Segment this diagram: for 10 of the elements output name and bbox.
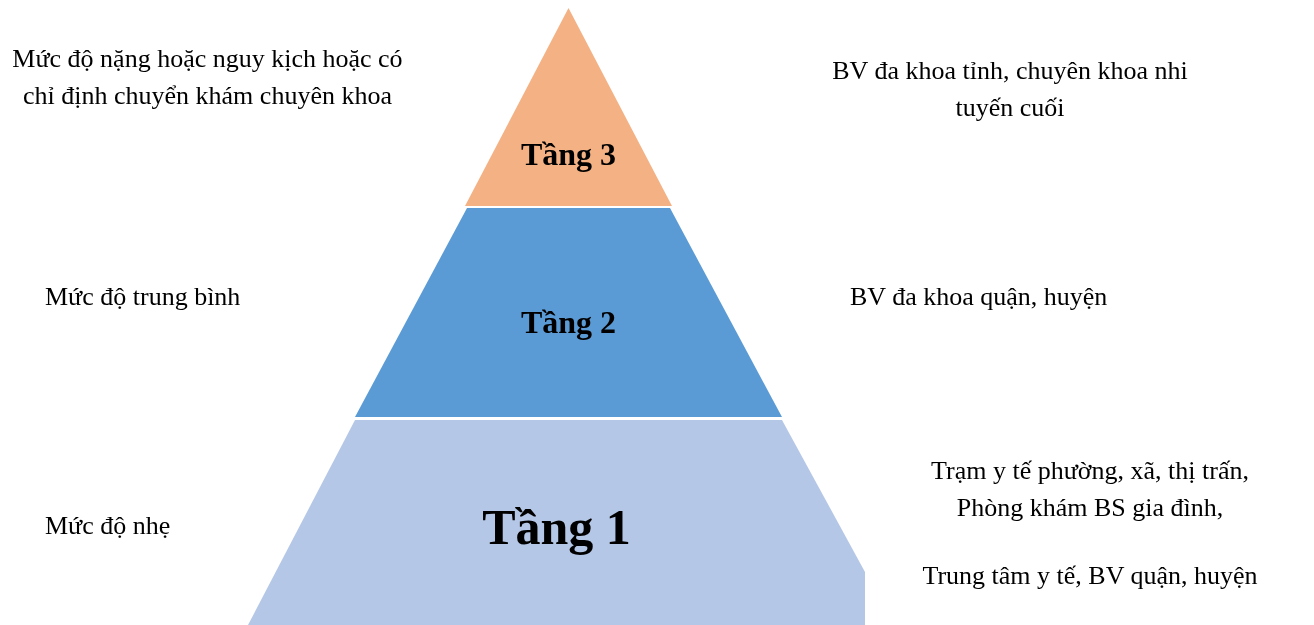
- description-text: Mức độ trung bình: [45, 281, 242, 313]
- description-text: Mức độ nhẹ: [45, 510, 172, 542]
- description-text: Trạm y tế phường, xã, thị trấn, Phòng khám BS gia đình,: [930, 455, 1250, 524]
- tier-label: Tầng 2: [520, 304, 617, 340]
- description-text: BV đa khoa quận, huyện: [850, 281, 1109, 313]
- description-text: Trung tâm y tế, BV quận, huyện: [921, 560, 1259, 592]
- tier-label: Tầng 3: [520, 136, 617, 172]
- description-text: Mức độ nặng hoặc nguy kịch hoặc có chỉ định chuyển khám chuyên khoa: [11, 43, 404, 112]
- description-text: BV đa khoa tỉnh, chuyên khoa nhi tuyến cuối: [831, 55, 1189, 124]
- tier-label: Tầng 1: [482, 499, 631, 555]
